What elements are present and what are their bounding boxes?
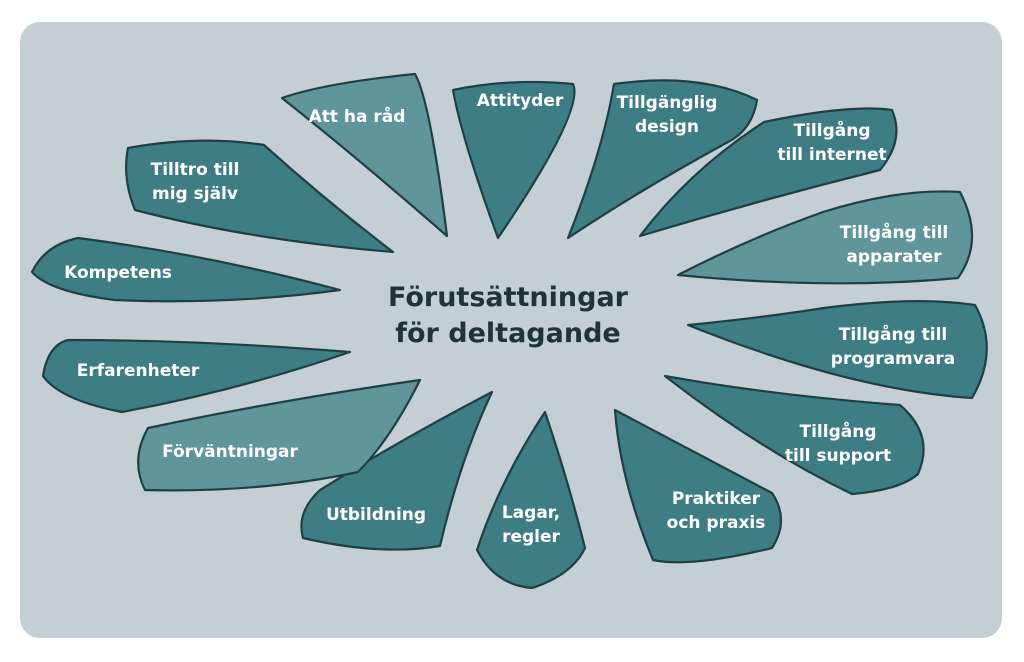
petal-label-line: till support — [785, 446, 891, 466]
petal-label-tillgang-support: Tillgång till support — [785, 420, 891, 466]
petal-label-erfarenheter: Erfarenheter — [77, 361, 200, 381]
petal-label-line: Kompetens — [64, 263, 172, 283]
petal-att-ha-rad: Att ha råd — [280, 72, 449, 238]
petal-label-line: Tillgänglig — [617, 93, 718, 113]
petal-shape-praktiker — [613, 408, 783, 564]
petal-tillgang-internet: Tillgång till internet — [638, 107, 898, 238]
petal-label-line: Praktiker — [672, 489, 761, 509]
center-title-line: Förutsättningar — [388, 282, 629, 313]
petal-utbildning: Utbildning — [300, 390, 494, 551]
petal-label-tilltro: Tilltro till mig själv — [151, 160, 240, 204]
petal-label-line: Tillgång till — [840, 221, 949, 243]
petal-label-lagar: Lagar, regler — [502, 503, 561, 547]
petal-label-line: Förväntningar — [162, 442, 298, 462]
petal-shape-tillgang-internet — [638, 107, 898, 238]
petal-label-line: Att ha råd — [309, 105, 406, 127]
petal-label-tillgang-internet: Tillgång till internet — [777, 119, 886, 165]
petal-lagar: Lagar, regler — [475, 410, 587, 590]
petal-label-line: design — [635, 117, 699, 137]
petal-label-praktiker: Praktiker och praxis — [667, 489, 766, 533]
petal-label-utbildning: Utbildning — [326, 505, 426, 525]
petal-label-line: Tillgång till — [839, 323, 948, 345]
petal-shape-tillgang-support — [663, 374, 925, 496]
petal-label-line: apparater — [846, 247, 942, 267]
petal-shape-erfarenheter — [41, 338, 352, 414]
petal-label-line: programvara — [831, 349, 955, 369]
petal-label-line: Tilltro till — [151, 160, 240, 180]
petal-forvantningar: Förväntningar — [137, 378, 422, 492]
petal-shape-lagar — [475, 410, 587, 590]
petal-shape-tilltro — [125, 139, 395, 254]
petal-label-line: till internet — [777, 145, 886, 165]
petal-label-line: Tillgång — [800, 420, 877, 442]
petal-shape-att-ha-rad — [280, 72, 449, 238]
petal-label-tillganglig-design: Tillgänglig design — [617, 93, 718, 137]
petal-label-attityder: Attityder — [477, 91, 564, 111]
petal-label-tillgang-apparater: Tillgång till apparater — [840, 221, 949, 267]
petal-tilltro: Tilltro till mig själv — [125, 139, 395, 254]
petal-label-line: regler — [502, 527, 560, 547]
petal-shape-tillgang-apparater — [676, 190, 974, 285]
petal-label-kompetens: Kompetens — [64, 263, 172, 283]
center-title-line: för deltagande — [395, 318, 620, 349]
petal-attityder: Attityder — [451, 80, 576, 240]
petal-label-att-ha-rad: Att ha råd — [309, 105, 406, 127]
petal-label-line: Attityder — [477, 91, 564, 111]
petal-label-line: mig själv — [152, 184, 238, 204]
petal-label-tillgang-programvara: Tillgång till programvara — [831, 323, 955, 369]
petal-erfarenheter: Erfarenheter — [41, 338, 352, 414]
petal-label-line: Tillgång — [794, 119, 871, 141]
petal-shape-tillgang-programvara — [686, 300, 988, 400]
petal-label-line: Erfarenheter — [77, 361, 200, 381]
petal-tillgang-apparater: Tillgång till apparater — [676, 190, 974, 285]
petal-label-line: och praxis — [667, 513, 766, 533]
petal-shape-utbildning — [300, 390, 494, 551]
center-title: Förutsättningar för deltagande — [388, 282, 629, 349]
petal-tillganglig-design: Tillgänglig design — [566, 79, 759, 240]
petal-tillgang-programvara: Tillgång till programvara — [686, 300, 988, 400]
petal-label-forvantningar: Förväntningar — [162, 442, 298, 462]
petal-shape-kompetens — [30, 236, 342, 303]
petal-shape-forvantningar — [137, 378, 422, 492]
petal-shape-attityder — [451, 80, 576, 240]
petal-label-line: Utbildning — [326, 505, 426, 525]
petal-label-line: Lagar, — [502, 503, 560, 523]
petal-kompetens: Kompetens — [30, 236, 342, 303]
petal-praktiker: Praktiker och praxis — [613, 408, 783, 564]
petal-tillgang-support: Tillgång till support — [663, 374, 925, 496]
petal-shape-tillganglig-design — [566, 79, 759, 240]
